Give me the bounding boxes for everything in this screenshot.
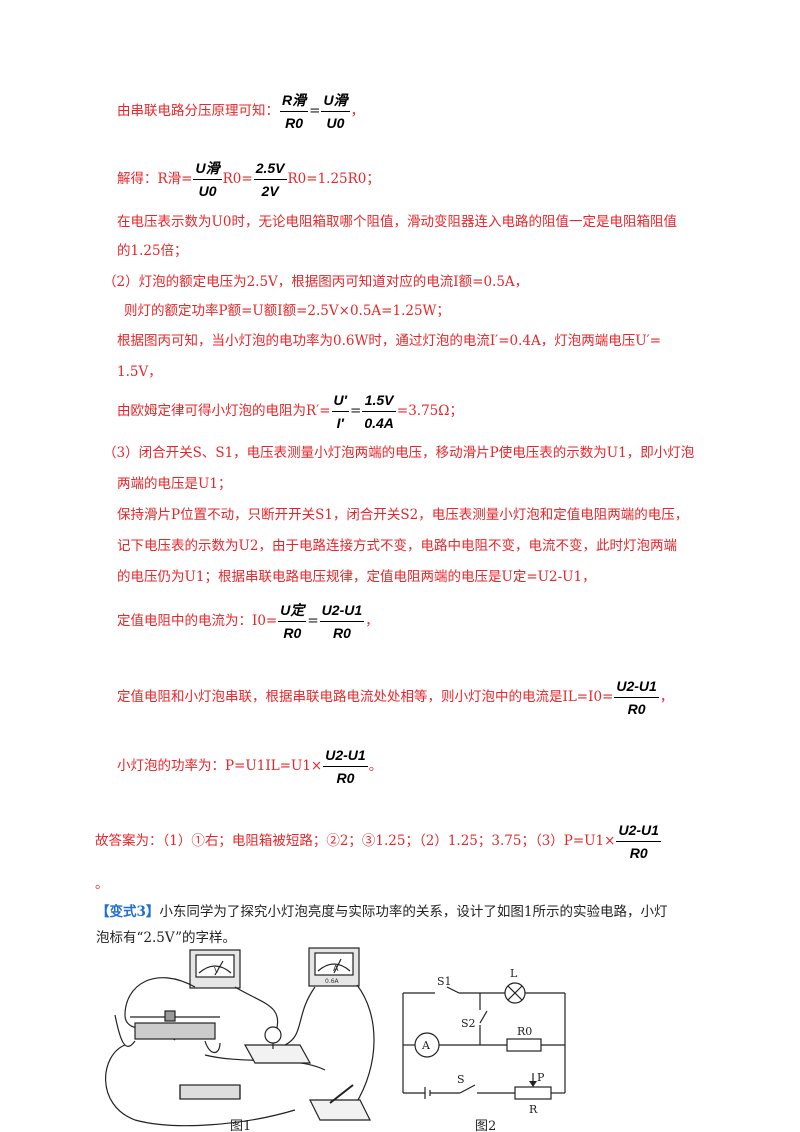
line-6: 则灯的额定功率P额=U额I额=2.5V×0.5A=1.25W；: [124, 303, 450, 319]
figure-2-caption: 图2: [475, 1119, 496, 1132]
answer-period: 。: [95, 876, 109, 892]
ammeter-scale-label: 0.6A: [325, 978, 340, 985]
figure-2-circuit: S1 L S2 R0 A S P R 图2: [402, 967, 566, 1132]
line-13: 记下电压表的示数为U2，由于电路连接方式不变，电路中电阻不变，电流不变，此时灯泡…: [117, 538, 677, 554]
line-7: 根据图丙可知，当小灯泡的电功率为0.6W时，通过灯泡的电流I′=0.4A，灯泡两…: [117, 333, 662, 349]
label-s2: S2: [461, 1017, 476, 1030]
line-16: 定值电阻和小灯泡串联，根据串联电路电流处处相等，则小灯泡中的电流是IL=I0=U…: [117, 678, 674, 717]
line-11: 两端的电压是U1；: [117, 476, 232, 492]
voltmeter-label: V: [214, 966, 220, 975]
label-s1: S1: [437, 975, 452, 988]
label-r: R: [529, 1103, 538, 1116]
line-12: 保持滑片P位置不动，只断开开关S1，闭合开关S2，电压表测量小灯泡和定值电阻两端…: [117, 507, 689, 523]
line-14: 的电压仍为U1；根据串联电路电压规律，定值电阻两端的电压是U定=U2-U1，: [117, 569, 596, 585]
line-4: 的1.25倍；: [117, 243, 188, 259]
variant-tag: 【变式3】: [96, 904, 160, 920]
label-r0: R0: [517, 1025, 532, 1038]
variant-line-2: 泡标有“2.5V”的字样。: [96, 930, 237, 946]
answer-line: 故答案为：（1）①右；电阻箱被短路；②2；③1.25；（2）1.25；3.75；…: [95, 822, 661, 861]
fraction: U′I′: [331, 392, 350, 431]
line-5: （2）灯泡的额定电压为2.5V，根据图丙可知道对应的电流I额=0.5A，: [103, 274, 529, 290]
line-10: （3）闭合开关S、S1，电压表测量小灯泡两端的电压，移动滑片P使电压表的示数为U…: [103, 445, 695, 461]
figure-1-caption: 图1: [230, 1119, 251, 1132]
figure-1-apparatus: V A 0.6A 图1: [105, 947, 375, 1132]
label-a: A: [421, 1039, 431, 1052]
label-p: P: [537, 1071, 545, 1084]
line-8: 1.5V，: [117, 364, 162, 380]
label-l: L: [510, 967, 518, 980]
line-3: 在电压表示数为U0时，无论电阻箱取哪个阻值，滑动变阻器连入电路的阻值一定是电阻箱…: [117, 214, 677, 230]
label-s: S: [457, 1073, 465, 1086]
variant-line: 【变式3】小东同学为了探究小灯泡亮度与实际功率的关系，设计了如图1所示的实验电路…: [96, 904, 668, 920]
ammeter-label: A: [333, 964, 339, 973]
